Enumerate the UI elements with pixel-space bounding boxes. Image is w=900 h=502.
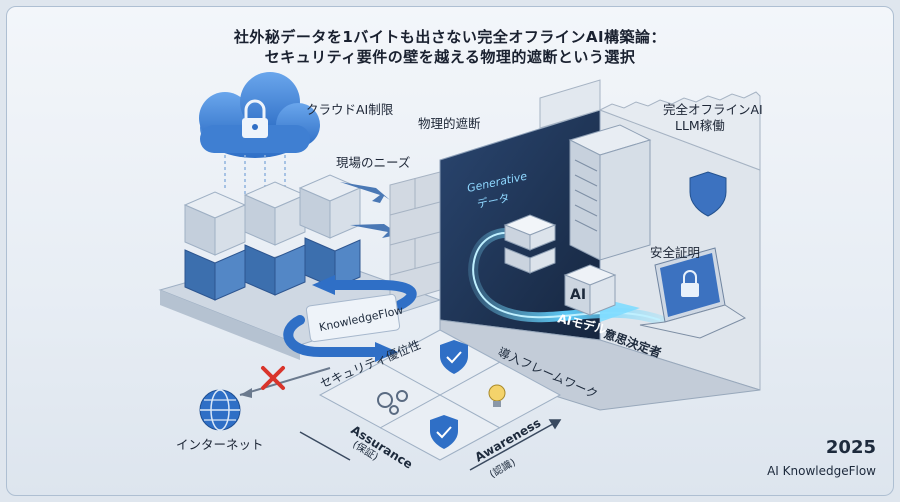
block-x-icon <box>261 366 285 390</box>
blocked-connection <box>239 367 331 398</box>
awareness-jp-label: (認識) <box>487 455 518 480</box>
data-cubes <box>183 174 362 301</box>
ai-chip-icon <box>563 264 617 316</box>
shield-icon <box>689 171 727 217</box>
security-cert-label: 安全証明 <box>650 245 701 260</box>
check-shield-top-icon <box>440 340 468 374</box>
physical-block-label: 物理的遮断 <box>418 116 481 131</box>
framework-axes <box>299 419 562 471</box>
cloud-ai-limit-label: クラウドAI制限 <box>306 102 394 117</box>
ai-chip-label: AI <box>570 287 586 303</box>
flow-arrows <box>340 182 392 238</box>
firewall-wall <box>389 171 441 306</box>
lightbulb-icon <box>488 384 506 407</box>
globe-icon <box>199 389 241 431</box>
footer-year: 2025 <box>825 437 876 458</box>
knowledgeflow-loop <box>283 275 417 362</box>
field-needs-label: 現場のニーズ <box>336 155 411 170</box>
data-label: データ <box>476 190 511 211</box>
framework-diamond <box>318 329 562 461</box>
title-line-2: セキュリティ要件の壁を越える物理的遮断という選択 <box>264 48 636 66</box>
server-rack-icon <box>568 124 652 261</box>
internet-label: インターネット <box>176 437 264 452</box>
laptop-lock-icon <box>681 270 699 297</box>
title-line-1: 社外秘データを1バイトも出さない完全オフラインAI構築論： <box>233 28 667 46</box>
cloud-links <box>224 155 286 195</box>
lock-icon <box>242 99 268 138</box>
gears-icon <box>377 390 408 415</box>
footer-brand: AI KnowledgeFlow <box>767 464 876 478</box>
cloud-icon <box>199 72 320 158</box>
data-stack-icon <box>503 214 557 274</box>
offline-ai-label: 完全オフラインAI <box>663 102 763 117</box>
check-shield-bottom-icon <box>430 415 458 449</box>
llm-running-label: LLM稼働 <box>675 118 725 133</box>
